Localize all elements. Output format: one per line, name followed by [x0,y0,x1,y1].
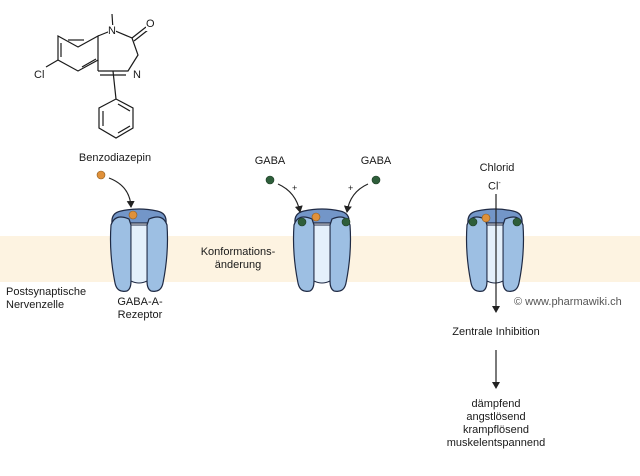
benzodiazepine-dot-bound-2 [311,212,321,222]
plus-sign-right: + [348,183,354,193]
konformation-line-1: Konformations- [200,246,276,258]
atom-n4: N [133,69,141,82]
atom-cl: Cl [34,69,45,81]
central-inhibition-label: Zentrale Inhibition [452,326,540,338]
gaba-dot-bound-right-2 [512,217,522,227]
konformation-line-2: änderung [214,259,262,271]
chloride-charge: - [498,180,501,187]
arrow-benzodiazepine-binding [108,177,135,208]
gaba-dot-free-right [371,175,381,185]
atom-o: O [146,18,155,31]
gaba-dot-bound-left-2 [468,217,478,227]
chlorid-label: Chlorid [479,162,515,174]
benzodiazepine-dot-bound-3 [481,213,491,223]
benzodiazepine-structure [45,13,149,139]
gaba-a-receptor-resting [109,208,169,292]
receptor-label: GABA-A- Rezeptor [110,296,170,322]
effects-list: dämpfend angstlösend krampflösend muskel… [426,398,566,450]
effect-item: muskelentspannend [446,437,546,449]
postsynaptic-line-2: Nervenzelle [6,299,65,311]
receptor-line-1: GABA-A- [117,296,163,308]
gaba-dot-bound-left [297,217,307,227]
konformation-label: Konformations- änderung [188,246,288,272]
chloride-symbol: Cl [488,180,499,193]
copyright-text: © www.pharmawiki.ch [514,296,622,308]
gaba-dot-free-left [265,175,275,185]
effect-item: krampflösend [462,424,530,436]
atom-n1: N [108,25,116,38]
arrow-gaba-left [277,183,303,213]
arrow-gaba-right [343,183,369,213]
effect-item: angstlösend [466,411,526,423]
plus-sign-left: + [292,183,298,193]
gaba-dot-bound-right [341,217,351,227]
receptor-line-2: Rezeptor [117,309,163,321]
benzodiazepine-dot-free [96,170,106,180]
benzodiazepine-dot-bound-1 [128,210,138,220]
gaba-label-left: GABA [254,155,286,167]
chloride-ion-label: Cl- [488,177,501,194]
postsynaptic-cell-label: Postsynaptische Nervenzelle [6,286,86,312]
effect-item: dämpfend [471,398,521,410]
benzodiazepin-label: Benzodiazepin [78,152,152,164]
postsynaptic-line-1: Postsynaptische [6,286,87,298]
gaba-label-right: GABA [360,155,392,167]
